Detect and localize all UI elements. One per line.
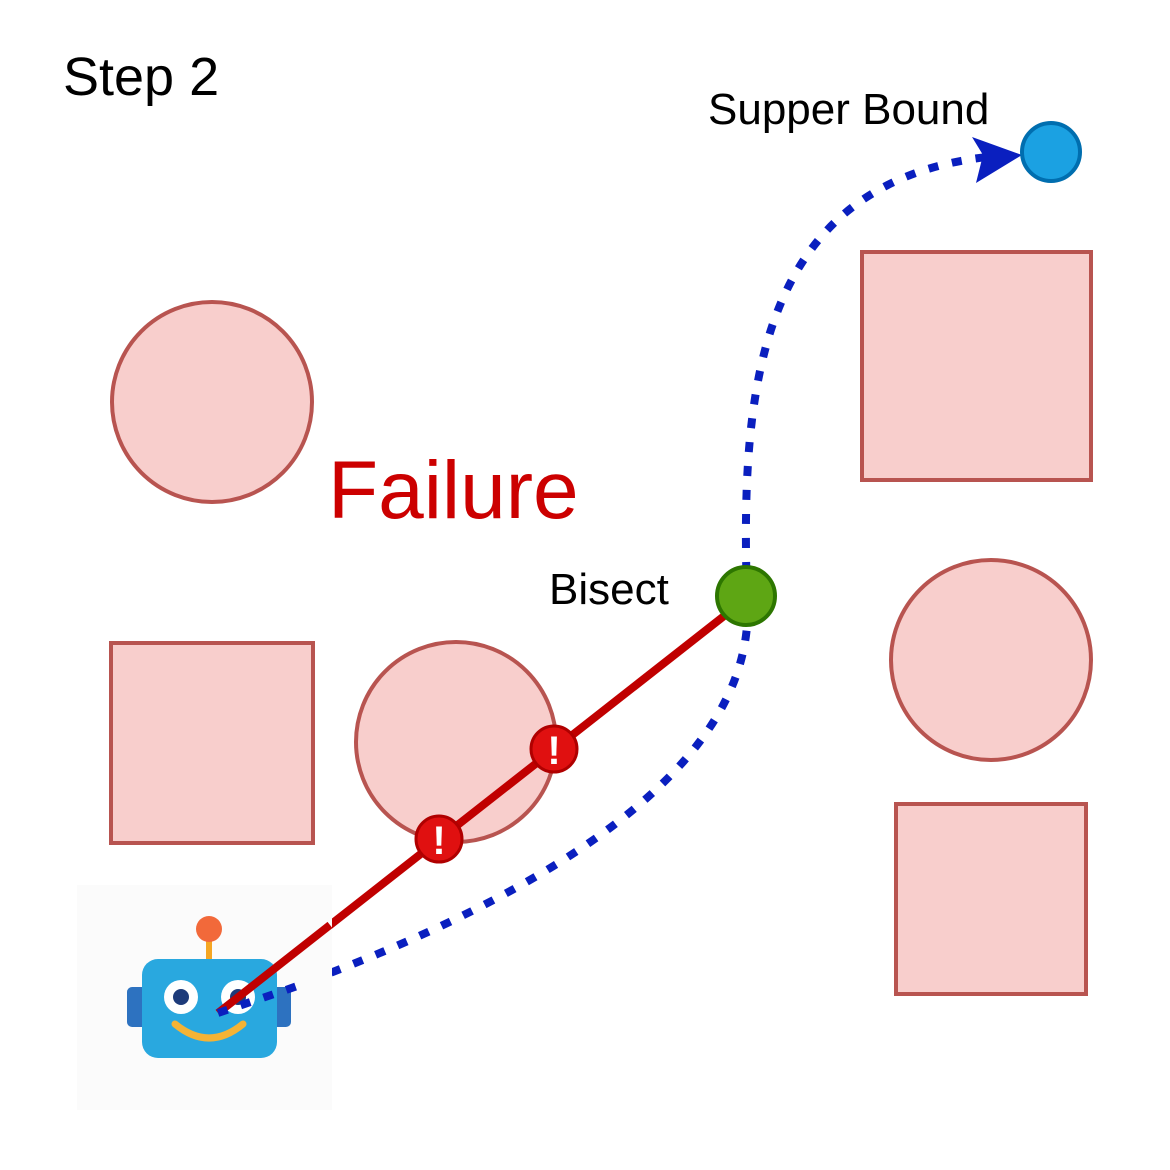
warning-exclamation-icon bbox=[529, 724, 579, 774]
collision-marker-glyph: ! bbox=[432, 819, 445, 863]
collision-marker-2: ! bbox=[529, 724, 579, 774]
robot-icon bbox=[77, 885, 332, 1110]
obstacle-square-bottom-right bbox=[894, 802, 1088, 996]
arrowhead-icon bbox=[972, 137, 1022, 183]
failure-label: Failure bbox=[328, 445, 579, 536]
dotted-trajectory-overlay bbox=[216, 981, 302, 1017]
bisect-node bbox=[715, 565, 777, 627]
upper-bound-label: Supper Bound bbox=[708, 85, 989, 134]
upper-bound-node bbox=[1020, 121, 1082, 183]
obstacle-circle-right bbox=[889, 558, 1093, 762]
bisect-label: Bisect bbox=[549, 565, 669, 614]
obstacle-circle-top-left bbox=[110, 300, 314, 504]
warning-exclamation-icon bbox=[414, 814, 464, 864]
obstacles bbox=[109, 250, 1093, 996]
obstacle-square-top-right bbox=[860, 250, 1093, 482]
straight-segment-overlay bbox=[215, 921, 333, 1017]
obstacle-square-left bbox=[109, 641, 315, 845]
step-label: Step 2 bbox=[63, 47, 219, 107]
dotted-trajectory-path bbox=[216, 595, 752, 1017]
obstacle-circle-center bbox=[354, 640, 558, 844]
collision-marker-1: ! bbox=[414, 814, 464, 864]
collision-marker-glyph: ! bbox=[547, 729, 560, 773]
